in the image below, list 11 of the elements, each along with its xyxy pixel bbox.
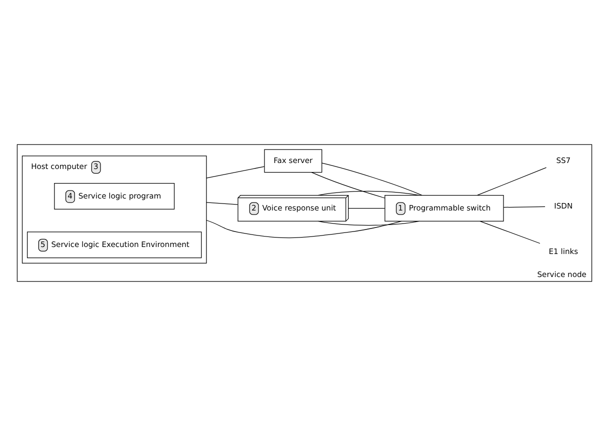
connector xyxy=(206,202,238,204)
connector xyxy=(318,190,420,196)
connector xyxy=(206,219,402,238)
connector xyxy=(206,166,265,178)
connector xyxy=(322,162,422,196)
connector xyxy=(477,166,547,196)
connector xyxy=(318,220,420,226)
connector xyxy=(503,206,546,208)
connector xyxy=(311,172,386,198)
connector xyxy=(480,220,540,244)
connector xyxy=(348,207,386,208)
